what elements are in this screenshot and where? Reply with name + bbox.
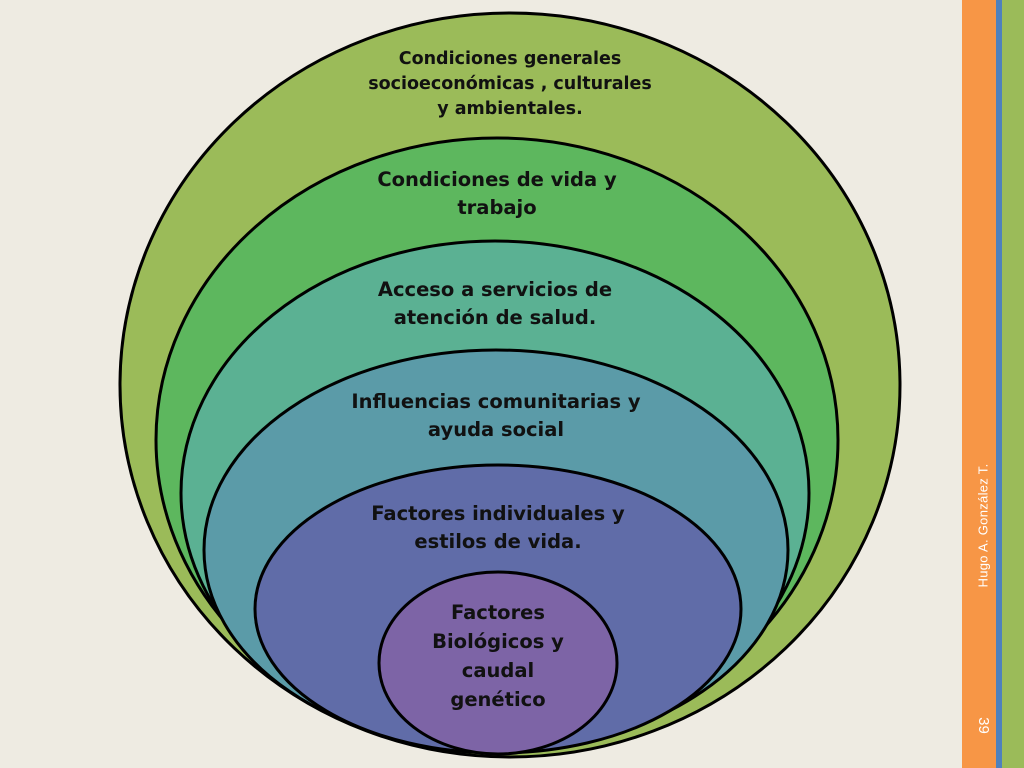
sidebar-orange-stripe [962, 0, 996, 768]
page-number: 39 [966, 705, 1000, 745]
author-credit-text: Hugo A. González T. [975, 463, 991, 587]
label-individual-factors: Factores individuales y estilos de vida. [371, 502, 625, 553]
label-line: atención de salud. [394, 306, 597, 329]
label-living-working-conditions: Condiciones de vida y trabajo [377, 168, 617, 219]
label-general-conditions: Condiciones generales socioeconómicas , c… [368, 49, 652, 119]
label-line: estilos de vida. [414, 530, 581, 553]
author-credit: Hugo A. González T. [968, 420, 998, 630]
label-line: Condiciones de vida y [377, 168, 617, 191]
label-line: Condiciones generales [399, 49, 622, 69]
ellipse-biological-factors [377, 570, 619, 756]
label-line: y ambientales. [437, 99, 583, 119]
label-line: ayuda social [428, 418, 564, 441]
label-line: genético [450, 688, 545, 711]
label-community-influences: Influencias comunitarias y ayuda social [351, 390, 640, 441]
label-line: Acceso a servicios de [378, 278, 612, 301]
label-line: Influencias comunitarias y [351, 390, 640, 413]
label-line: Factores individuales y [371, 502, 625, 525]
label-line: Factores [451, 601, 545, 624]
sidebar-green-stripe [1002, 0, 1024, 768]
page-number-text: 39 [974, 716, 992, 734]
label-health-services-access: Acceso a servicios de atención de salud. [378, 278, 612, 329]
label-line: caudal [462, 659, 534, 682]
label-line: socioeconómicas , culturales [368, 74, 652, 94]
label-line: Biológicos y [432, 630, 564, 653]
sidebar-blue-stripe [996, 0, 1002, 768]
label-line: trabajo [457, 196, 536, 219]
